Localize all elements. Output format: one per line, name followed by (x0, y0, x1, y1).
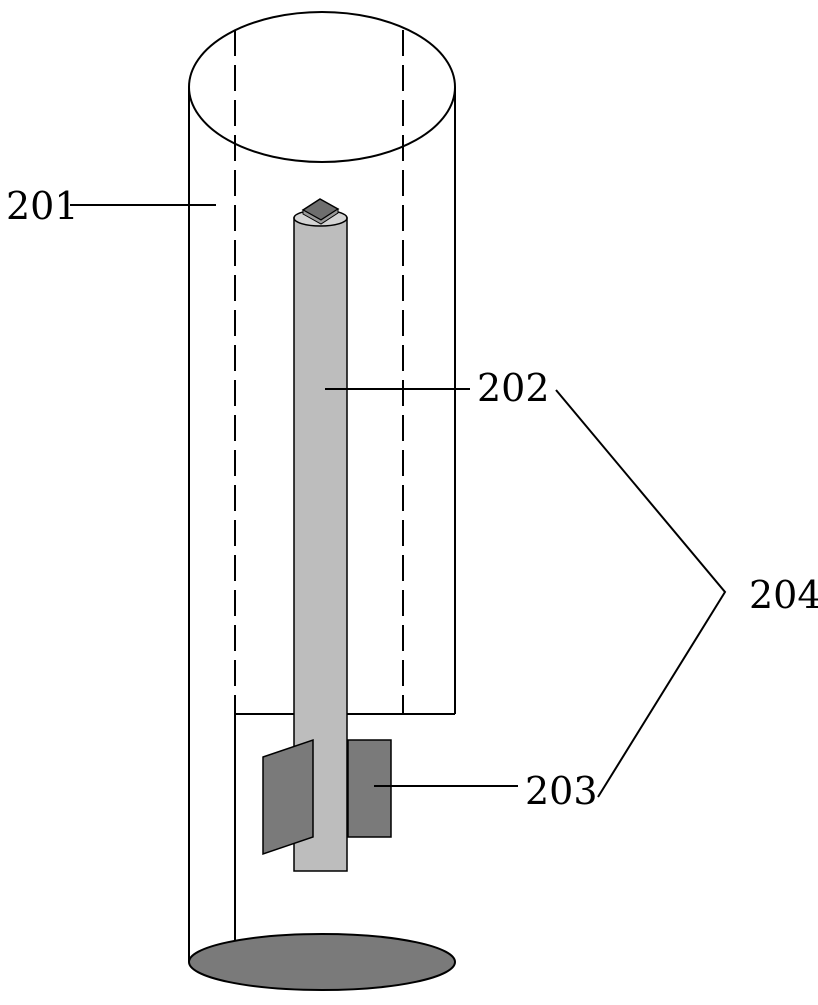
label-203: 203 (525, 769, 598, 813)
label-204: 204 (749, 573, 818, 617)
right-blade (348, 740, 391, 837)
cylinder-bottom-ellipse (189, 934, 455, 990)
leader-204-bracket (556, 390, 725, 797)
label-201: 201 (6, 184, 79, 228)
leader-lines (70, 205, 725, 797)
cylinder-top-ellipse (189, 12, 455, 162)
label-202: 202 (477, 366, 550, 410)
left-blade (263, 740, 313, 854)
